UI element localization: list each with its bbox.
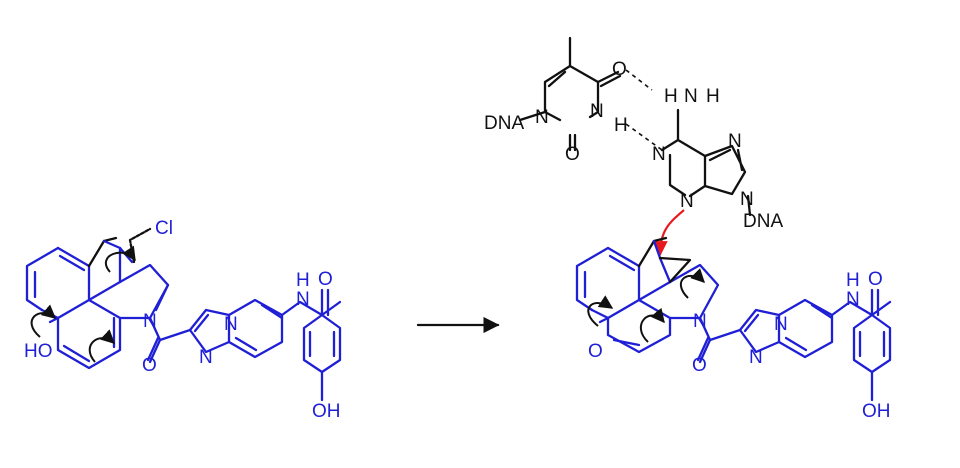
left-oh-label: OH [312,401,341,422]
adenine-h-a: H [664,86,678,107]
attack-arrow [652,209,685,257]
right-oh-label: OH [862,401,891,422]
adenine-n3: N [680,191,694,212]
left-molecule: Cl N HO O N N N H O OH [24,218,342,422]
right-n-indoline: N [693,311,707,332]
left-n-bridge: N [224,314,238,335]
thymine-n1: N [535,107,549,128]
right-o-amide: O [868,269,883,290]
right-molecule: O N O N N N H O OH [575,236,892,422]
adenine-n9: N [740,189,754,210]
thymine-n3: N [590,101,604,122]
left-cl-label: Cl [155,218,173,239]
thymine-base: O H N O N DNA [484,36,663,165]
adenine-base: H N H N N N N DNA [652,86,783,232]
adenine-n1: N [652,144,666,165]
left-o-amide: O [318,269,333,290]
right-bonds [575,236,892,402]
thymine-o-top: O [612,59,627,80]
thymine-o2: O [565,144,580,165]
right-n-imidazole: N [749,347,763,368]
adenine-h-b: H [706,86,720,107]
left-o-carbonyl: O [142,355,157,376]
left-ho-label: HO [24,341,53,362]
h-bond-o-h [625,69,653,91]
left-h-amide: H [296,270,310,291]
right-labels: O N O N N N H O OH [588,269,891,422]
left-curly-arrows [30,245,136,363]
adenine-n6: N [684,86,698,107]
right-h-amide: H [846,270,860,291]
right-curly-arrows [587,268,705,343]
left-n-imidazole: N [199,347,213,368]
thymine-h: H [614,115,628,136]
right-o-carbonyl: O [692,355,707,376]
left-n-amide: N [296,289,310,310]
right-n-amide: N [846,289,860,310]
right-o-ketone: O [588,341,603,362]
adenine-n7: N [728,131,742,152]
adenine-dna: DNA [743,211,783,232]
left-n-indoline: N [143,311,157,332]
left-labels: Cl N HO O N N N H O OH [24,218,341,422]
left-bonds [25,227,342,402]
thymine-dna: DNA [484,113,524,134]
right-n-bridge: N [774,314,788,335]
